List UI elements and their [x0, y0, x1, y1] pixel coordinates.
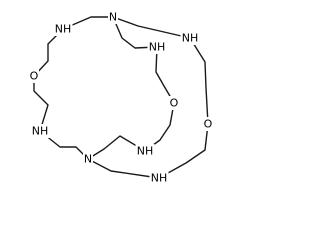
atom-nh1: NH	[53, 22, 73, 36]
atom-nh5: NH	[135, 144, 155, 158]
bond-chain-nh4-n2	[39, 130, 89, 160]
bond-chain-n1-nh3	[112, 16, 158, 49]
bond-chain-o1-nh4	[33, 75, 49, 132]
atom-label: NH	[137, 145, 154, 158]
atom-nh6: NH	[149, 171, 169, 185]
atom-nh3: NH	[147, 40, 167, 54]
atom-layer: N NH NH NH O O O NH NH N NH	[29, 10, 213, 185]
atom-nh4: NH	[30, 124, 50, 138]
atom-label: NH	[149, 41, 166, 54]
atom-label: NH	[55, 23, 72, 36]
atom-o2: O	[169, 96, 179, 110]
atom-label: NH	[32, 125, 49, 138]
atom-label: N	[84, 153, 92, 166]
atom-n1: N	[108, 10, 118, 24]
atom-label: NH	[182, 32, 199, 45]
atom-n2: N	[83, 152, 93, 166]
atom-label: NH	[151, 172, 168, 185]
atom-label: N	[109, 11, 117, 24]
bond-layer	[33, 16, 209, 179]
bond-chain-nh1-o1	[33, 28, 64, 77]
bond-chain-o3-nh6	[158, 123, 209, 179]
atom-o1: O	[29, 69, 39, 83]
bond-chain-nh2-o3	[189, 37, 209, 125]
atom-label: O	[204, 118, 213, 131]
atom-label: O	[170, 97, 179, 110]
bond-chain-nh6-n2	[87, 158, 160, 179]
atom-nh2: NH	[180, 31, 200, 45]
bond-chain-nh3-o2	[155, 46, 175, 104]
atom-label: O	[30, 70, 39, 83]
bond-chain-nh5-n2	[87, 135, 146, 160]
bond-chain-n1-nh2	[112, 16, 191, 39]
molecule-structure: N NH NH NH O O O NH NH N NH	[29, 10, 213, 185]
atom-o3: O	[203, 117, 213, 131]
